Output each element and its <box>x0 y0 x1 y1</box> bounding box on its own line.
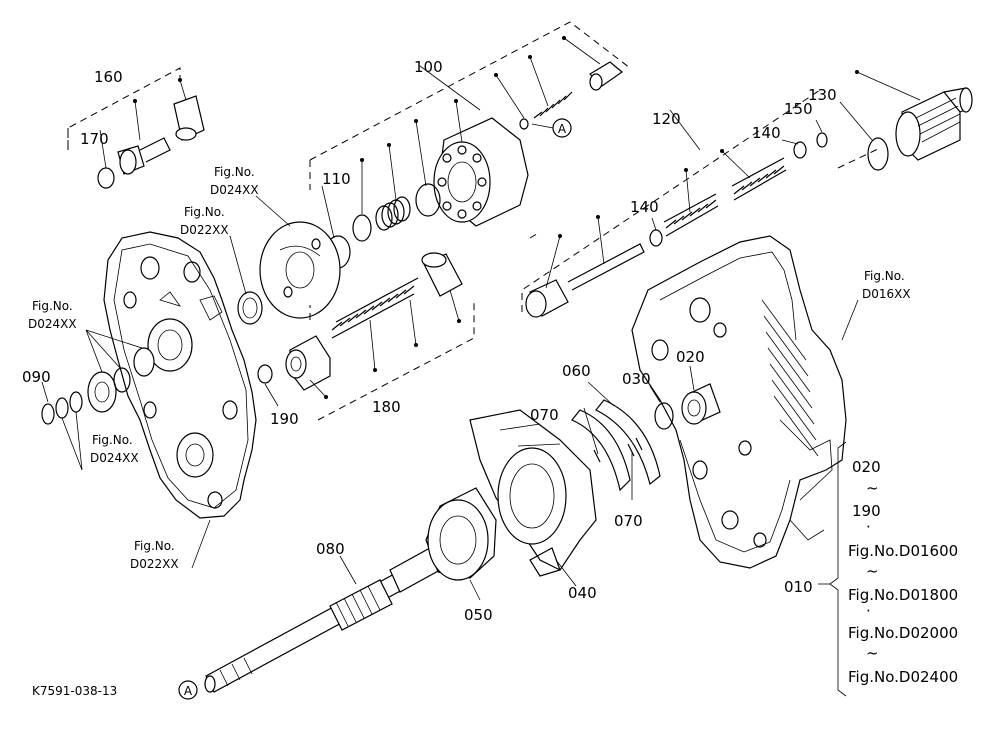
spring-140 <box>731 157 787 201</box>
figref-d024-top-line1: Fig.No. <box>214 165 255 179</box>
range-start: 020 <box>852 458 881 476</box>
drawing-code: K7591-038-13 <box>32 684 117 698</box>
figref-d022-low-line2: D022XX <box>130 557 179 571</box>
label-090: 090 <box>22 368 51 386</box>
label-180: 180 <box>372 398 401 416</box>
label-140-lower: 140 <box>630 198 659 216</box>
part-160-assembly <box>67 67 205 189</box>
label-080: 080 <box>316 540 345 558</box>
label-170: 170 <box>80 130 109 148</box>
bearing-020-ring-030 <box>649 365 721 430</box>
oring-190 <box>257 364 273 384</box>
label-060: 060 <box>562 362 591 380</box>
left-rings <box>41 329 155 471</box>
range-fig-2: Fig.No.D01800 <box>848 586 958 604</box>
range-end: 190 <box>852 502 881 520</box>
part-100-assembly <box>309 21 631 269</box>
label-150: 150 <box>784 100 813 118</box>
range-dot-1: · <box>866 518 871 536</box>
label-140-upper: 140 <box>752 124 781 142</box>
plate-part <box>255 195 341 319</box>
figref-d024-left-line2: D024XX <box>28 317 77 331</box>
figref-d022-top-line1: Fig.No. <box>184 205 225 219</box>
shaft-080 <box>204 547 441 693</box>
label-020: 020 <box>676 348 705 366</box>
left-cover-part <box>103 231 257 519</box>
piston-block <box>433 117 529 227</box>
figref-d022-top-line2: D022XX <box>180 223 229 237</box>
label-070-left: 070 <box>530 406 559 424</box>
spring-180 <box>331 277 419 339</box>
range-fig-4: Fig.No.D02400 <box>848 668 958 686</box>
circle-a-marker-bottom: A <box>178 680 198 700</box>
spring-110 <box>375 196 411 231</box>
housing-040 <box>469 409 597 587</box>
label-050: 050 <box>464 606 493 624</box>
label-120: 120 <box>652 110 681 128</box>
small-spring-top <box>519 91 573 130</box>
label-110: 110 <box>322 170 351 188</box>
circle-a-marker-top: A <box>531 118 572 138</box>
shims-060-070 <box>571 381 661 500</box>
label-030: 030 <box>622 370 651 388</box>
figref-d024-top-line2: D024XX <box>210 183 259 197</box>
label-100: 100 <box>414 58 443 76</box>
figref-d024-left-line1: Fig.No. <box>32 299 73 313</box>
range-tilde-1: ~ <box>866 479 879 497</box>
circle-a-label-top: A <box>558 122 567 136</box>
range-tilde-2: ~ <box>866 562 879 580</box>
figref-d024-low-line1: Fig.No. <box>92 433 133 447</box>
plug-130 <box>837 70 973 171</box>
label-130: 130 <box>808 86 837 104</box>
range-tilde-3: ~ <box>866 644 879 662</box>
figref-d016-line2: D016XX <box>862 287 911 301</box>
label-160: 160 <box>94 68 123 86</box>
bearing-part-top <box>229 235 263 325</box>
transmission-case-part <box>631 235 847 569</box>
part-180-assembly <box>285 252 475 421</box>
applicable-range-bracket <box>818 441 847 697</box>
bearing-050 <box>425 487 497 601</box>
range-fig-3: Fig.No.D02000 <box>848 624 958 642</box>
figref-d024-low-line2: D024XX <box>90 451 139 465</box>
circle-a-label-bottom: A <box>184 684 193 698</box>
figref-d016-line1: Fig.No. <box>864 269 905 283</box>
figref-d022-low-line1: Fig.No. <box>134 539 175 553</box>
label-190: 190 <box>270 410 299 428</box>
label-040: 040 <box>568 584 597 602</box>
label-010: 010 <box>784 578 813 596</box>
spring-120 <box>663 193 719 237</box>
range-dot-2: · <box>866 602 871 620</box>
label-070-right: 070 <box>614 512 643 530</box>
range-fig-1: Fig.No.D01600 <box>848 542 958 560</box>
part-120-assembly <box>521 89 828 318</box>
case-fins <box>761 299 819 457</box>
